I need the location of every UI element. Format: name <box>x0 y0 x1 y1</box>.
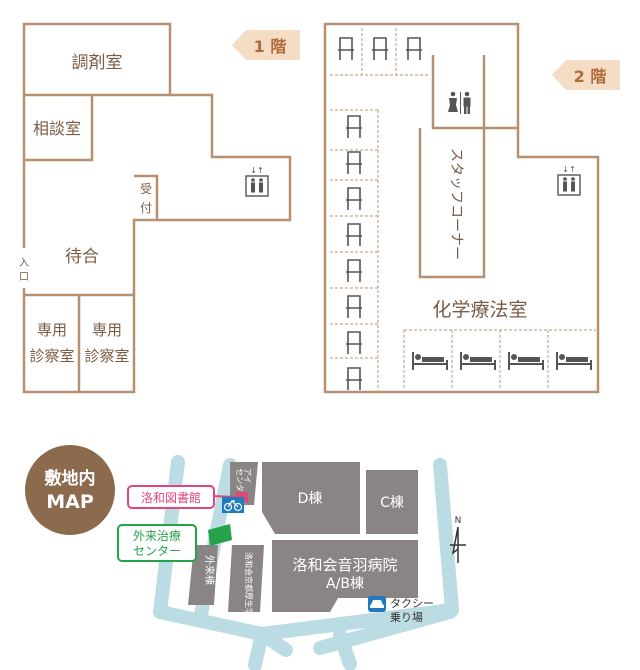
floor-1-plan: 調剤室 相談室 待合 受 付 入 口 専用 診察室 専用 診察室 ↓↑ 1 階 <box>18 22 300 394</box>
svg-text:N: N <box>455 516 462 526</box>
consult-walls <box>24 95 94 162</box>
site-map: D棟 C棟 洛和会音羽病院 A/B棟 アイ センター 外来棟 洛和会京都厚生学校… <box>25 445 466 670</box>
d-building-label: D棟 <box>298 491 323 507</box>
bed-icon <box>556 352 592 370</box>
main-building <box>272 540 418 612</box>
floor-1-outline <box>22 22 292 297</box>
outpatient-label-2: センター <box>133 544 181 558</box>
consult-label: 相談室 <box>33 119 81 138</box>
main-building-label-2: A/B棟 <box>326 576 364 592</box>
svg-text:↓↑: ↓↑ <box>562 165 575 174</box>
svg-text:↓↑: ↓↑ <box>250 166 263 175</box>
pharmacy-label: 調剤室 <box>72 53 123 73</box>
entrance-label-2: 口 <box>19 272 29 283</box>
chair-icon <box>372 37 388 60</box>
gairai-label: 外来棟 <box>203 555 216 585</box>
library-label-box <box>127 485 215 509</box>
exam-room-2-label-2: 診察室 <box>84 347 129 365</box>
floor-2-plan: ↓↑ スタッフコーナー 化学療法室 2 階 <box>323 22 620 394</box>
floor-2-badge: 2 階 <box>552 60 620 90</box>
library-pointer <box>211 495 237 498</box>
chair-area <box>330 28 430 392</box>
taxi-label-1: タクシー <box>390 597 434 610</box>
school-building <box>228 545 264 612</box>
chair-icon <box>346 367 362 390</box>
chair-icon <box>346 331 362 354</box>
bed-icon <box>508 352 544 370</box>
school-label: 洛和会京都厚生学校 <box>244 552 254 624</box>
waiting-label: 待合 <box>65 247 99 267</box>
map-badge-text-2: MAP <box>46 491 94 513</box>
c-building-label: C棟 <box>380 495 404 511</box>
chair-icon <box>406 37 422 60</box>
road-network <box>153 455 459 670</box>
taxi-icon <box>368 596 386 612</box>
floor-1-badge: 1 階 <box>232 30 300 60</box>
exam-room-2-label-1: 専用 <box>92 321 122 339</box>
entrance-label-1: 入 <box>19 258 29 269</box>
outpatient-center-marker <box>208 524 232 546</box>
chairs-group <box>338 37 422 390</box>
reception-label-1: 受 <box>140 182 152 196</box>
chair-icon <box>346 223 362 246</box>
main-building-label-1: 洛和会音羽病院 <box>292 556 397 574</box>
library-label: 洛和図書館 <box>141 490 201 505</box>
bed-area <box>403 329 596 390</box>
beds-group <box>412 352 592 370</box>
elevator-icon: ↓↑ <box>245 166 269 197</box>
restroom-icon <box>448 91 471 114</box>
chair-icon <box>346 115 362 138</box>
bed-icon <box>460 352 496 370</box>
eye-center-label-1: アイ <box>243 468 252 484</box>
exam-room-1-label-1: 専用 <box>37 321 67 339</box>
chair-icon <box>346 259 362 282</box>
reception-walls <box>134 174 159 220</box>
staff-corner-label: スタッフコーナー <box>448 148 464 260</box>
exam-room-1-label-2: 診察室 <box>29 347 74 365</box>
c-building <box>366 470 418 534</box>
north-arrow-icon: N <box>450 516 466 563</box>
entrance-gap <box>18 248 30 288</box>
restroom-walls <box>431 55 518 130</box>
eye-center-label-2: センター <box>235 468 244 500</box>
outpatient-label-box <box>117 524 197 562</box>
chair-icon <box>346 295 362 318</box>
taxi-label-2: 乗り場 <box>390 611 423 624</box>
elevator-icon-floor-2: ↓↑ <box>557 165 581 196</box>
bed-icon <box>412 352 448 370</box>
chemo-room-label: 化学療法室 <box>432 299 527 321</box>
chair-icon <box>346 151 362 174</box>
map-badge: 敷地内 MAP <box>25 445 115 535</box>
staff-corner-walls <box>418 55 486 279</box>
floor-1-badge-text: 1 階 <box>254 37 287 56</box>
bicycle-icon <box>222 497 244 513</box>
d-building <box>262 462 360 534</box>
floor-2-badge-text: 2 階 <box>574 67 607 86</box>
exam-rooms-walls <box>22 295 136 394</box>
map-badge-text-1: 敷地内 <box>45 468 96 489</box>
floor-2-outline <box>323 22 600 394</box>
reception-label-2: 付 <box>140 201 152 215</box>
chair-icon <box>346 187 362 210</box>
outpatient-label-1: 外来治療 <box>133 529 181 543</box>
chair-icon <box>338 37 354 60</box>
